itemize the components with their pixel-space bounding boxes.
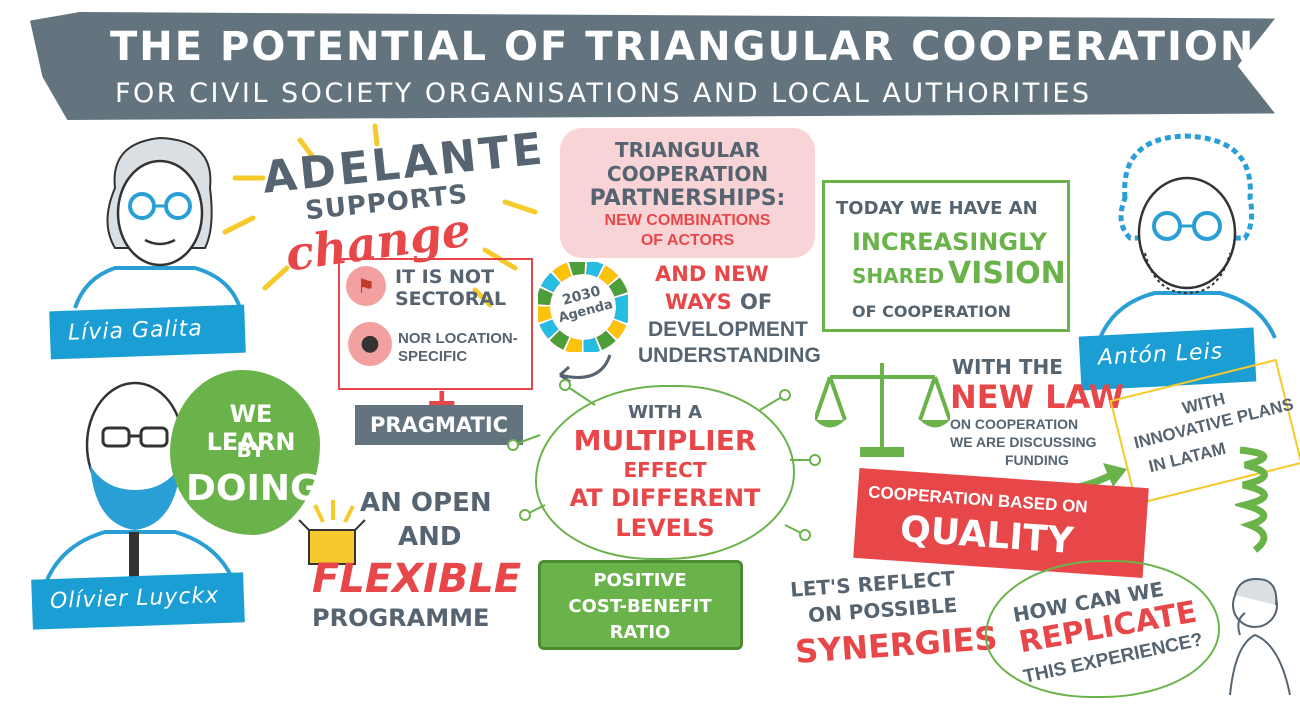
learn-line-3: DOING [186,468,320,509]
cost-benefit-box [538,560,743,650]
speaker-portrait-3 [1098,133,1277,339]
title-banner [30,12,1275,120]
multiplier-line-5: LEVELS [615,514,715,542]
cost-benefit-line-3: RATIO [609,622,671,643]
partnerships-line-2: COOPERATION [606,162,769,186]
pragmatic-label: PRAGMATIC [355,405,523,445]
point-location: NOR LOCATION-SPECIFIC [398,330,518,365]
law-line-5: FUNDING [1005,452,1069,468]
synergies-line-3: SYNERGIES [793,618,999,672]
partnerships-line-4: NEW COMBINATIONS [604,212,771,229]
green-scribble-decoration [1235,446,1268,553]
new-ways-line-3: DEVELOPMENT [648,318,808,341]
new-ways-line-2b: OF [740,290,773,314]
learn-line-2: BY [236,438,266,462]
learn-line-1: WE LEARN [206,400,296,456]
speaker-name-1: Lívia Galita [49,304,246,360]
partnerships-bubble [560,128,815,258]
vision-line-3b: VISION [948,256,1066,291]
programme-line-1: AN OPEN [360,488,492,518]
vision-line-3a: SHARED [852,264,945,288]
programme-line-4: PROGRAMME [312,604,490,632]
partnerships-line-3: PARTNERSHIPS: [589,186,786,211]
new-ways-line-1: AND NEW [655,262,769,286]
law-line-4: WE ARE DISCUSSING [950,434,1097,450]
law-line-1: WITH THE [952,355,1063,379]
speaker-name-2: Olívier Luyckx [31,572,245,630]
cost-benefit-line-1: POSITIVE [593,570,687,591]
cost-benefit-line-2: COST-BENEFIT [568,596,712,617]
multiplier-cloud [535,385,795,560]
learn-cloud [170,370,320,535]
page-title: THE POTENTIAL OF TRIANGULAR COOPERATION [110,24,1256,70]
law-line-2: NEW LAW [950,378,1125,416]
point-not-sectoral: IT IS NOT SECTORAL [395,266,507,310]
multiplier-line-3: EFFECT [623,458,707,482]
programme-line-3: FLEXIBLE [312,556,522,602]
multiplier-line-2: MULTIPLIER [573,424,757,457]
vision-line-1: TODAY WE HAVE AN [836,198,1038,219]
agenda-2030-wheel-icon [538,262,628,352]
multiplier-line-4: AT DIFFERENT [569,484,761,512]
partnerships-line-5: OF ACTORS [640,232,735,249]
replicate-cloud [985,560,1220,698]
partnerships-line-1: TRIANGULAR [615,138,760,162]
adelante-points-box [338,258,533,390]
vision-line-2: INCREASINGLY [852,228,1048,256]
vision-box [822,180,1070,332]
programme-line-2: AND [398,522,462,552]
new-ways-line-2: WAYS [665,290,732,314]
vision-line-4: OF COOPERATION [852,302,1012,321]
law-line-3: ON COOPERATION [950,416,1079,432]
flag-icon: ⚑ [346,266,386,306]
page-subtitle: FOR CIVIL SOCIETY ORGANISATIONS AND LOCA… [115,78,1092,109]
scales-of-justice-icon [815,363,950,457]
network-decoration [507,379,821,541]
pin-icon: ● [348,322,392,366]
multiplier-line-1: WITH A [627,402,703,423]
speaker-portrait-1 [73,136,242,309]
thinking-person-icon [1229,578,1291,696]
new-ways-line-4: UNDERSTANDING [638,344,821,367]
open-box-icon [298,500,366,565]
